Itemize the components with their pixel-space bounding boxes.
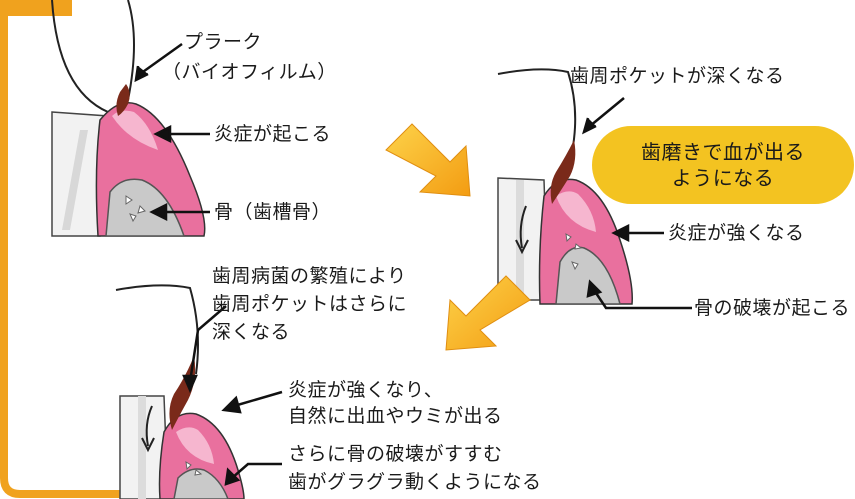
pocket-arrow-stage-2 [519,205,527,249]
bone-stage-3 [173,468,229,499]
frame-border [0,0,120,498]
pointer-lines [134,42,692,486]
plaque-stage-2 [550,140,576,204]
bone-stage-1 [105,178,186,237]
label-biofilm: （バイオフィルム） [162,61,337,83]
label-bone-3-line2: 歯がグラグラ動くようになる [288,471,542,493]
label-inflammation-1: 炎症が起こる [214,123,332,145]
label-plaque: プラーク [184,31,263,53]
label-pocket-2: 歯周ポケットが深くなる [570,65,785,87]
tooth-stage-3 [115,284,245,499]
label-bone-2: 骨の破壊が起こる [694,297,851,319]
label-pocket-3-line3: 深くなる [212,321,291,343]
label-bone-3-line1: さらに骨の破壊がすすむ [288,443,503,465]
pocket-arrow-stage-3 [145,405,153,447]
label-inflammation-3-line1: 炎症が強くなり、 [288,379,444,401]
progress-arrow-2 [445,275,531,351]
bleeding-callout: 歯磨きで血が出る ようになる [592,126,854,204]
tooth-stage-1 [51,0,206,237]
callout-line-2: ようになる [671,166,775,190]
plaque-stage-3 [169,356,196,430]
tooth-stage-2 [497,68,633,305]
label-inflammation-2: 炎症が強くなる [668,222,805,244]
label-pocket-3-line2: 歯周ポケットはさらに [212,293,408,315]
label-bone-1: 骨（歯槽骨） [214,201,332,223]
callout-line-1: 歯磨きで血が出る [641,140,805,164]
progress-arrow-1 [385,123,471,197]
label-inflammation-3-line2: 自然に出血やウミが出る [288,405,503,427]
label-pocket-3-line1: 歯周病菌の繁殖により [212,265,407,287]
plaque-stage-1 [116,84,130,116]
